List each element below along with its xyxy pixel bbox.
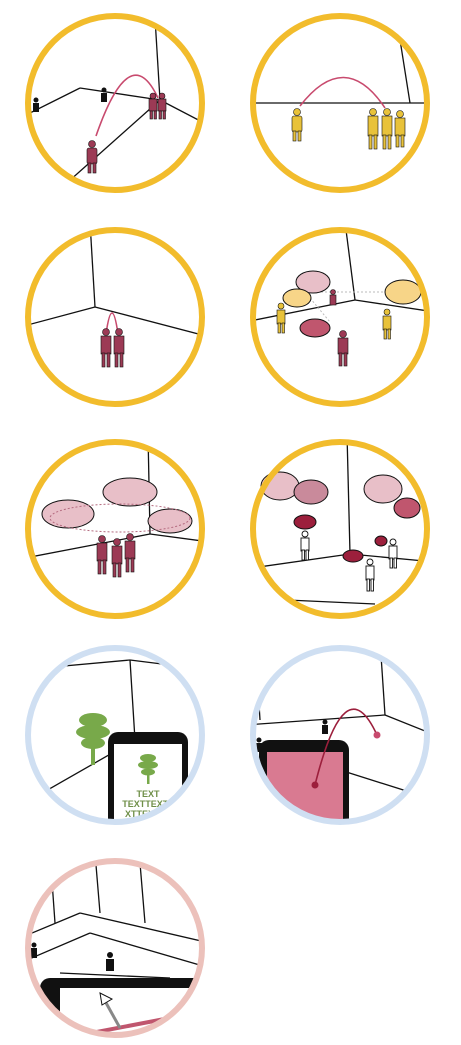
ring (28, 16, 202, 190)
speech-bubble (394, 498, 420, 518)
speech-bubble (283, 289, 311, 307)
speech-bubble (364, 475, 402, 503)
scene-tile-phone-tree: TEXT TEXTTEXTT XTTEXTTE (20, 640, 210, 830)
speech-bubble (300, 319, 330, 337)
figure-thrower (292, 109, 302, 142)
scene-tile-group-bubbles (20, 434, 210, 624)
speech-bubble (42, 500, 94, 528)
scene-tile-arc-throw (20, 8, 210, 198)
scene-tile-conversations (245, 434, 435, 624)
speech-bubble (343, 550, 363, 562)
speech-bubble (148, 509, 192, 533)
speech-bubble (375, 536, 387, 546)
figure-group (368, 109, 405, 150)
scene-tile-speech-bubbles (245, 222, 435, 412)
scene-tile-phone-arc (245, 640, 435, 830)
speech-bubble (294, 515, 316, 529)
scene-tile-pair-corner (20, 222, 210, 412)
scene-tile-arc-throw-close (245, 8, 435, 198)
figure-pair (101, 329, 124, 368)
figure-thrower (87, 141, 97, 174)
speech-bubble (385, 280, 421, 304)
speech-bubble (103, 478, 157, 506)
scene-tile-phone-navigation (20, 853, 210, 1043)
figure-group (97, 534, 135, 578)
ring (253, 442, 427, 616)
phone-text-line1: TEXT (136, 789, 160, 799)
speech-bubble (294, 480, 328, 504)
